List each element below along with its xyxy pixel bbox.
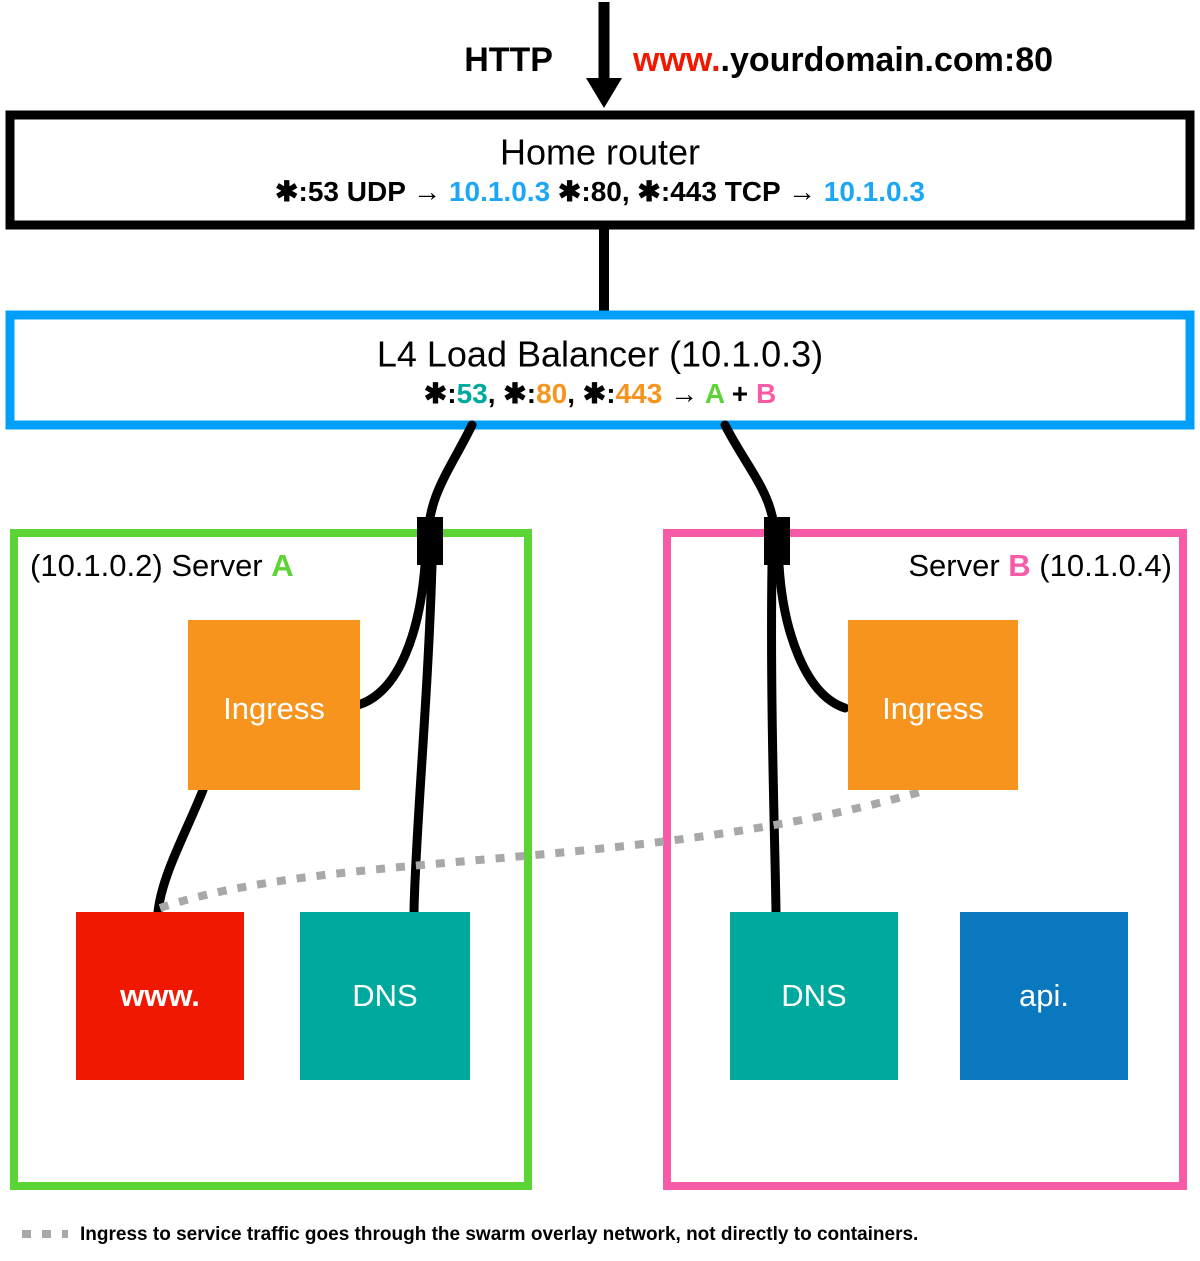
server-b-letter: B bbox=[1008, 548, 1030, 583]
server-b-name: Server bbox=[908, 548, 999, 583]
url-domain-part: .yourdomain.com:80 bbox=[721, 41, 1054, 79]
lb-part-8: + bbox=[724, 378, 756, 409]
url-www-part: www. bbox=[632, 41, 721, 79]
server-a-port-to-dns-link bbox=[409, 560, 437, 917]
server-b-ingress-port-icon bbox=[764, 517, 790, 565]
router-rules-gap bbox=[550, 176, 558, 207]
container-ingress-b: Ingress bbox=[848, 620, 1018, 790]
lb-part-4: , ✱: bbox=[567, 378, 615, 409]
lb-part-2: , ✱: bbox=[488, 378, 536, 409]
container-dns-a-label: DNS bbox=[352, 978, 417, 1013]
home-router-title: Home router bbox=[500, 132, 700, 173]
server-a-ingress-to-www-link bbox=[153, 785, 208, 917]
http-protocol-label: HTTP bbox=[464, 41, 553, 79]
container-ingress-a-label: Ingress bbox=[223, 691, 325, 726]
server-a-ingress-port-icon bbox=[417, 517, 443, 565]
swarm-overlay-network-link bbox=[158, 788, 922, 912]
legend-caption: Ingress to service traffic goes through … bbox=[80, 1224, 918, 1245]
server-a-letter: A bbox=[271, 548, 293, 583]
router-rule-1-target: 10.1.0.3 bbox=[824, 176, 925, 207]
server-b-port-to-dns-link bbox=[767, 560, 781, 917]
request-url-label: www..yourdomain.com:80 bbox=[632, 41, 1053, 79]
lb-part-5: 443 bbox=[616, 378, 663, 409]
server-a-ip: (10.1.0.2) bbox=[30, 548, 163, 583]
container-www-a-label: www. bbox=[119, 978, 200, 1013]
server-a-name: Server bbox=[171, 548, 262, 583]
container-dns-b: DNS bbox=[730, 912, 898, 1080]
lb-part-3: 80 bbox=[536, 378, 567, 409]
router-rule-1-ports: ✱:80, ✱:443 TCP → bbox=[558, 176, 824, 207]
svg-text:www..yourdomain.com:80: www..yourdomain.com:80 bbox=[632, 41, 1053, 79]
container-dns-b-label: DNS bbox=[781, 978, 846, 1013]
router-rule-0-ports: ✱:53 UDP → bbox=[275, 176, 449, 207]
server-a-port-to-ingress-link bbox=[353, 560, 430, 710]
container-dns-a: DNS bbox=[300, 912, 470, 1080]
load-balancer-rule: ✱:53, ✱:80, ✱:443 → A + B bbox=[424, 378, 776, 409]
router-rule-0-target: 10.1.0.3 bbox=[449, 176, 550, 207]
lb-part-1: 53 bbox=[457, 378, 488, 409]
server-b-ip: (10.1.0.4) bbox=[1039, 548, 1172, 583]
lb-part-9: B bbox=[756, 378, 776, 409]
container-ingress-a: Ingress bbox=[188, 620, 360, 790]
server-a-label: (10.1.0.2) Server A bbox=[30, 548, 294, 583]
lb-part-6: → bbox=[662, 378, 705, 409]
lb-part-7: A bbox=[705, 378, 725, 409]
incoming-request-arrow bbox=[586, 2, 622, 108]
load-balancer-title: L4 Load Balancer (10.1.0.3) bbox=[377, 334, 823, 375]
container-www-a: www. bbox=[76, 912, 244, 1080]
home-router-rules: ✱:53 UDP → 10.1.0.3 ✱:80, ✱:443 TCP → 10… bbox=[275, 176, 925, 207]
container-api-b: api. bbox=[960, 912, 1128, 1080]
load-balancer-box bbox=[5, 310, 1195, 430]
container-ingress-b-label: Ingress bbox=[882, 691, 984, 726]
server-b-port-to-ingress-link bbox=[774, 560, 850, 713]
lb-part-0: ✱: bbox=[424, 378, 457, 409]
server-b-label: Server B (10.1.0.4) bbox=[908, 548, 1172, 583]
container-api-b-label: api. bbox=[1019, 978, 1069, 1013]
